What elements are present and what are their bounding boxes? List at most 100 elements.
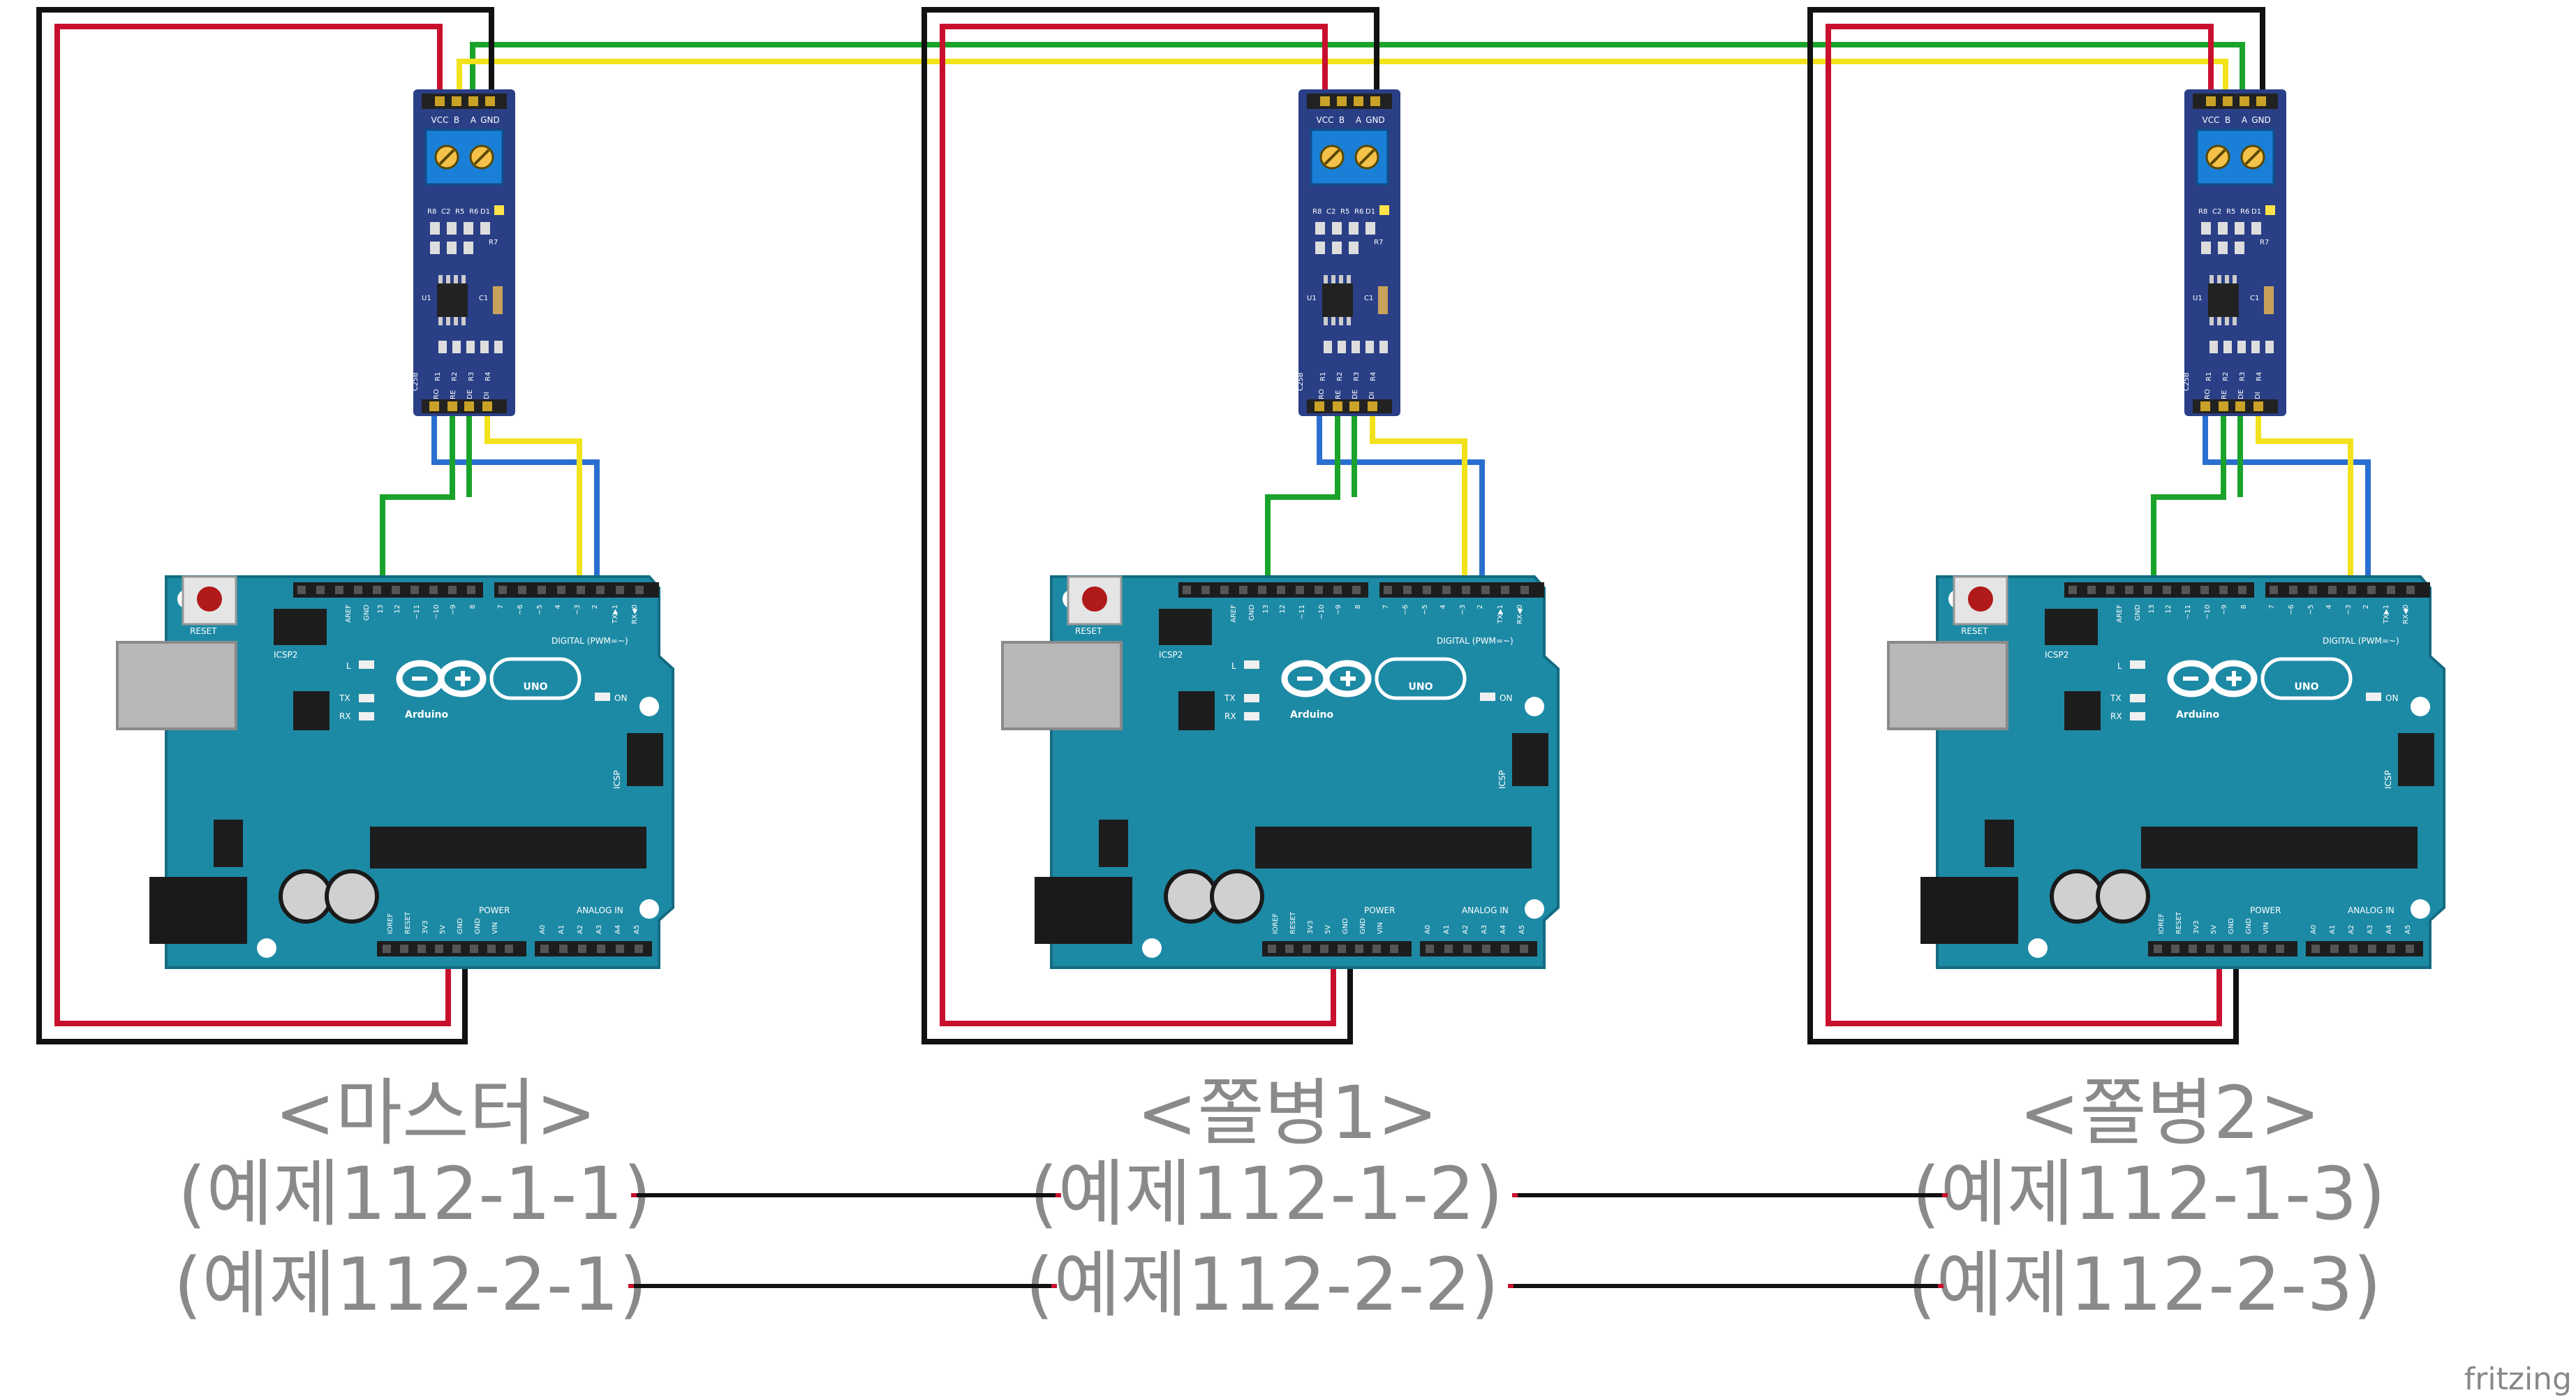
reset-button-cap [1968, 586, 1993, 612]
smd-component [447, 222, 457, 235]
header-socket [417, 945, 426, 953]
led-label-tx: TX [339, 693, 350, 703]
smd-component [2237, 341, 2246, 353]
chip-pin [1339, 275, 1343, 283]
uno-label: UNO [1409, 681, 1433, 693]
module-top-pin-label: GND [2251, 115, 2271, 125]
header-socket [1303, 945, 1311, 953]
module-bottom-pin-label: RE [2221, 390, 2228, 399]
analog-pin-label: A5 [1518, 925, 1526, 934]
power-pin-label: 3V3 [422, 920, 429, 934]
smd-component [2235, 222, 2244, 235]
uno-badge [489, 657, 582, 700]
header-socket [2289, 586, 2297, 594]
smd-component [1315, 242, 1325, 254]
header-pin [485, 96, 495, 106]
header-socket [1333, 586, 1342, 594]
header-socket [559, 945, 568, 953]
header-pin [1333, 401, 1342, 411]
led-label-on: ON [1500, 693, 1512, 703]
reset-button-cap [1082, 586, 1107, 612]
smd-component [438, 341, 447, 353]
power-pin-label: RESET [1289, 911, 1297, 934]
module-bottom-pin-label: DI [483, 392, 491, 399]
header-socket [2144, 586, 2152, 594]
header-socket [1403, 586, 1412, 594]
header-socket [1258, 586, 1266, 594]
power-pin-label: GND [457, 918, 464, 934]
power-pin-label: GND [2245, 918, 2253, 934]
example-label: (예제112-1-3) [1912, 1151, 2385, 1236]
analog-pin-label: A2 [2348, 925, 2355, 934]
led-l [1244, 660, 1259, 669]
digital-pin-label: RX◀0 [1516, 605, 1524, 624]
header-socket [1463, 945, 1472, 953]
header-socket [578, 945, 586, 953]
header-socket [1352, 586, 1361, 594]
digital-pin-label: AREF [1230, 605, 1238, 623]
bus-wire-yellow [457, 59, 2228, 96]
component-label-resistor: R2 [2222, 372, 2230, 381]
chip-pin [2209, 275, 2214, 283]
header-socket [1277, 586, 1285, 594]
status-led-icon [2265, 205, 2275, 215]
module-top-pin-label: VCC [431, 115, 449, 125]
power-pin-label: 5V [1324, 925, 1332, 934]
power-pin-label: IOREF [1272, 913, 1280, 934]
header-pin [468, 96, 478, 106]
power-header [377, 941, 526, 956]
power-jack [149, 877, 247, 944]
smd-component [1332, 242, 1342, 254]
usb-port [116, 641, 237, 730]
smd-component [2265, 341, 2274, 353]
voltage-regulator [1985, 820, 2014, 867]
ground-wire-black [36, 7, 494, 1044]
analog-pin-label: A1 [1443, 925, 1451, 934]
power-pin-label: 5V [439, 925, 447, 934]
module-bottom-pin-label: DI [1368, 392, 1376, 399]
component-label-c2: C2 [441, 208, 450, 216]
power-pin-label: GND [2228, 918, 2235, 934]
digital-pin-label: GND [2134, 605, 2142, 621]
analog-pin-label: A1 [2329, 925, 2337, 934]
smd-component [1332, 222, 1342, 235]
chip-small [2064, 691, 2101, 730]
component-label-r6: R6 [2240, 208, 2249, 216]
component-label-u1: U1 [1307, 295, 1317, 302]
header-pin [1349, 401, 1359, 411]
chip-pin [438, 275, 443, 283]
led-label-l: L [346, 661, 351, 671]
header-pin [1320, 96, 1330, 106]
power-pin-label: VIN [2263, 922, 2270, 934]
smd-component [430, 242, 440, 254]
digital-pin-label: 8 [2240, 605, 2248, 609]
electrolytic-capacitor [279, 869, 333, 924]
module-bottom-pin-label: RO [2204, 389, 2212, 399]
module-bottom-pin-label: RO [1318, 389, 1326, 399]
mount-hole [639, 899, 659, 919]
led-on [595, 693, 610, 701]
header-socket [2206, 945, 2214, 953]
power-header [2148, 941, 2297, 956]
icsp2-header [2045, 609, 2098, 645]
component-label-resistor: R3 [1353, 372, 1361, 381]
header-socket [2068, 586, 2077, 594]
header-socket [1520, 945, 1528, 953]
header-socket [1482, 945, 1490, 953]
header-pin [452, 96, 461, 106]
header-socket [2154, 945, 2162, 953]
smd-component [2223, 341, 2232, 353]
led-tx [1244, 694, 1259, 702]
digital-label: DIGITAL (PWM=~) [552, 636, 628, 646]
ground-wire-black [921, 7, 1379, 1044]
chip-pin [2233, 317, 2237, 325]
header-socket [2330, 945, 2339, 953]
header-socket [470, 945, 478, 953]
chip-pin [461, 275, 466, 283]
header-socket [1296, 586, 1304, 594]
analog-pin-label: A0 [1424, 925, 1432, 934]
component-label-c1: C1 [479, 295, 488, 302]
header-socket [435, 945, 443, 953]
digital-pin-label: ~3 [1459, 605, 1467, 615]
electrolytic-capacitor [1164, 869, 1218, 924]
